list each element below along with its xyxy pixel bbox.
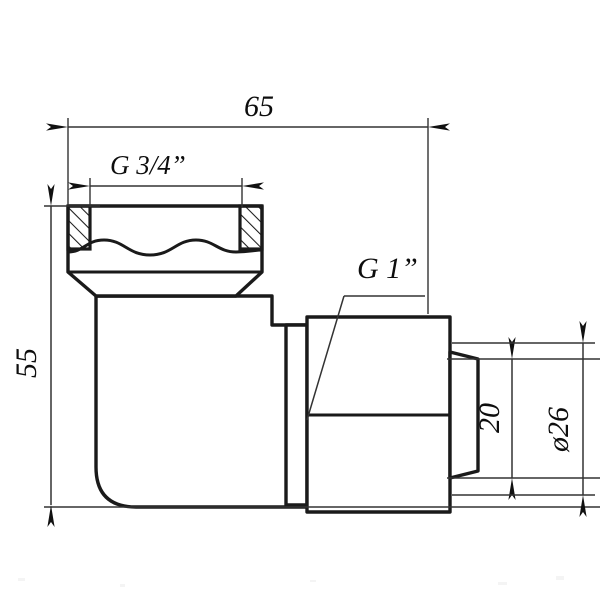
dim-label-side-thread: G 1” [357,252,418,285]
dim-label-overall-length: 65 [244,90,274,123]
dim-label-end-diameter: ø26 [542,407,575,453]
wavy-break-line [66,238,264,257]
socket-wall-hatch-right [238,204,264,251]
dimension-side-thread: G 1” [306,252,425,421]
dimension-overall-length: 65 [46,90,450,314]
collar-ring [284,323,309,507]
elbow-body-outline [94,294,309,509]
dimension-overall-height: 55 [10,184,600,527]
leader-slant-g1 [306,295,345,421]
dim-label-top-thread: G 3/4” [110,150,186,180]
end-cone-tip [448,350,480,480]
dim-label-overall-height: 55 [10,348,43,378]
socket-wall-hatch-left [66,204,92,251]
dimension-end-length: 20 [447,337,600,500]
dimension-end-diameter: ø26 [452,321,595,517]
dimension-top-thread: G 3/4” [68,150,264,207]
dim-label-end-length: 20 [473,403,506,433]
part-geometry-group [66,204,480,514]
